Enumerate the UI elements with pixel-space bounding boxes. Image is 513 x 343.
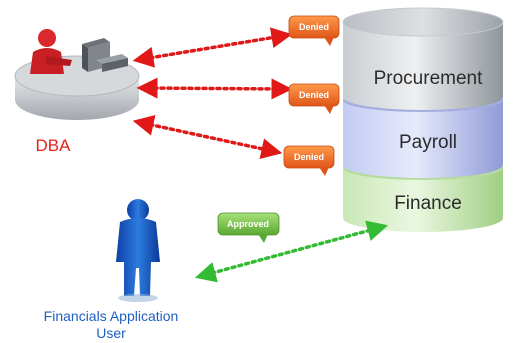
denied-badge-label: Denied bbox=[299, 22, 329, 32]
dba-person-icon bbox=[30, 29, 72, 74]
dba-payroll-arrow bbox=[136, 77, 293, 100]
dba-label: DBA bbox=[36, 136, 72, 155]
approved-badge-label: Approved bbox=[227, 219, 269, 229]
dba-procurement-arrow bbox=[132, 27, 293, 68]
db-payroll-label: Payroll bbox=[399, 132, 457, 153]
user-label-line1: Financials Application bbox=[44, 308, 179, 324]
dba-finance-arrow bbox=[132, 114, 283, 160]
denied-badge-finance: Denied bbox=[283, 145, 335, 176]
database-stack: Finance Payroll Procurement bbox=[342, 7, 504, 232]
user-finance-arrow bbox=[194, 220, 389, 283]
denied-badge-payroll: Denied bbox=[288, 83, 340, 114]
user-person-icon bbox=[116, 199, 160, 302]
user-label-line2: User bbox=[96, 325, 126, 341]
approved-badge: Approved bbox=[217, 212, 280, 243]
db-procurement: Procurement bbox=[342, 7, 504, 110]
db-procurement-label: Procurement bbox=[374, 68, 483, 89]
denied-badge-label: Denied bbox=[294, 152, 324, 162]
db-finance-label: Finance bbox=[394, 193, 462, 214]
denied-badge-procurement: Denied bbox=[288, 15, 340, 46]
denied-badge-label: Denied bbox=[299, 90, 329, 100]
dba-workstation bbox=[14, 29, 140, 120]
